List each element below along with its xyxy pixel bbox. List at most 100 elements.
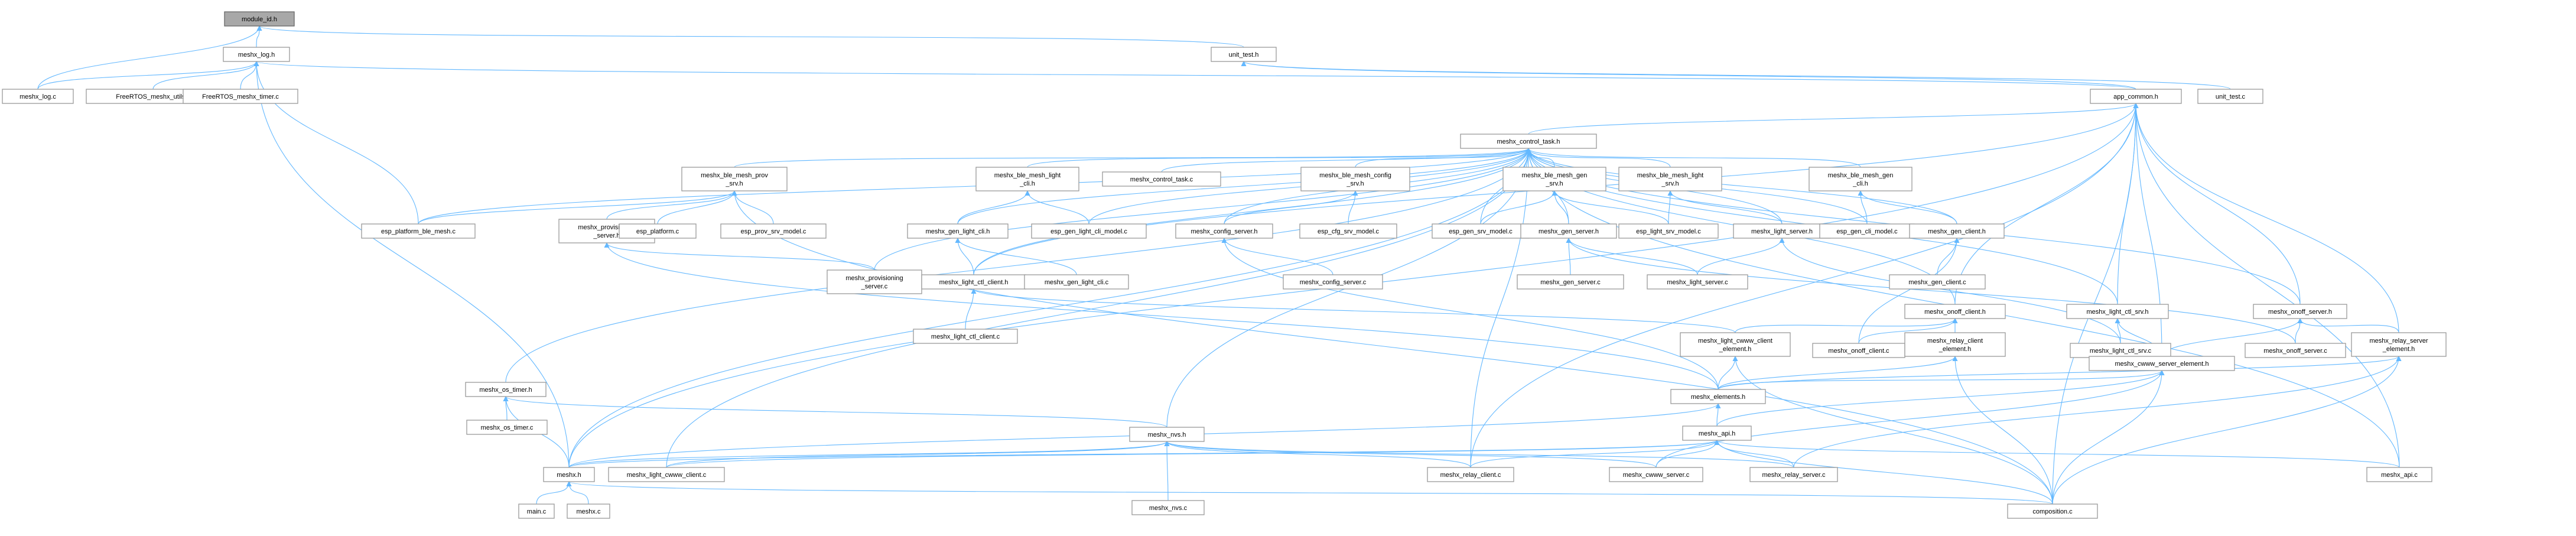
dependency-edge [604,242,875,271]
file-node[interactable]: meshx_relay_client.c [1427,467,1514,482]
root-file-node[interactable]: module_id.h [224,11,295,27]
file-node-box [1733,223,1831,239]
file-node[interactable]: meshx_light_ctl_srv.c [2070,343,2171,358]
file-node[interactable]: esp_gen_srv_model.c [1432,223,1530,239]
file-node[interactable]: meshx_control_task.h [1460,134,1597,149]
file-node[interactable]: meshx_log.c [2,89,74,104]
file-node[interactable]: meshx_gen_server.h [1520,223,1617,239]
file-node-box [619,223,697,239]
dependency-edge [1241,61,2231,90]
file-node[interactable]: meshx_config_server.c [1283,274,1383,290]
dependency-edge [955,238,1077,275]
file-node-box [2197,89,2263,104]
file-node-label: unit_test.c [2216,93,2246,100]
file-node[interactable]: meshx_os_timer.c [466,420,548,435]
file-node[interactable]: meshx_nvs.h [1129,427,1205,442]
file-node[interactable]: meshx_ble_mesh_light_cli.h [975,167,1079,191]
file-node[interactable]: meshx_onoff_server.h [2253,304,2347,319]
file-node[interactable]: meshx_gen_light_cli.h [907,223,1009,239]
file-node[interactable]: app_common.h [2090,89,2182,104]
file-node[interactable]: composition.c [2007,503,2098,519]
dependency-edge [965,288,977,330]
file-node[interactable]: meshx_onoff_client.c [1812,343,1905,358]
file-node[interactable]: meshx_provisioning_server.h [558,219,655,243]
file-node-label: meshx_ble_mesh_gen [1828,172,1894,179]
file-node[interactable]: meshx_light_ctl_srv.h [2066,304,2169,319]
dependency-edge [1718,356,2402,390]
file-node[interactable]: meshx_provisioning_server.c [827,269,922,294]
file-node-box [1520,223,1617,239]
file-node[interactable]: meshx_relay_client_element.h [1904,332,2006,357]
file-node[interactable]: esp_platform_ble_mesh.c [361,223,476,239]
file-node[interactable]: meshx_os_timer.h [465,382,547,397]
dependency-edge [1952,356,2053,505]
file-node[interactable]: meshx_light_cwww_client.c [608,467,725,482]
file-node-box [183,89,298,104]
dependency-edge [418,148,1531,225]
file-node-label: meshx_gen_client.c [1908,279,1966,286]
file-node[interactable]: meshx_relay_server_element.h [2351,332,2447,357]
dependency-edge [1470,103,2139,468]
file-node-label: meshx_api.h [1699,430,1735,437]
file-node-box [2090,89,2182,104]
file-node-box [2089,356,2235,371]
file-node-label: meshx_onoff_client.c [1828,347,1889,355]
file-node-box [518,503,555,519]
file-node-label: meshx_gen_server.h [1539,228,1599,235]
file-node[interactable]: esp_prov_srv_model.c [720,223,827,239]
file-node[interactable]: meshx_gen_client.c [1889,274,1986,290]
file-node[interactable]: meshx_cwww_server_element.h [2089,356,2235,371]
dependency-edge [1164,441,1657,468]
file-node[interactable]: meshx_ble_mesh_prov_srv.h [681,167,788,191]
file-node[interactable]: meshx_ble_mesh_light_srv.h [1618,167,1722,191]
file-node[interactable]: meshx_nvs.c [1131,500,1205,515]
file-node[interactable]: meshx_api.c [2366,467,2432,482]
file-node-box [1618,167,1722,191]
file-node[interactable]: meshx.h [543,467,595,482]
file-node-box [2253,304,2347,319]
file-node[interactable]: meshx_gen_client.h [1909,223,2005,239]
file-node[interactable]: FreeRTOS_meshx_timer.c [183,89,298,104]
file-node-box [1618,223,1719,239]
file-node[interactable]: esp_gen_cli_model.c [1819,223,1915,239]
file-node[interactable]: meshx_light_ctl_client.c [913,329,1018,344]
file-node[interactable]: esp_cfg_srv_model.c [1299,223,1397,239]
file-node[interactable]: meshx_cwww_server.c [1609,467,1703,482]
file-node[interactable]: meshx_light_server.c [1647,274,1748,290]
file-node[interactable]: meshx_light_server.h [1733,223,1831,239]
file-node[interactable]: meshx_onoff_client.h [1904,304,2006,319]
file-node[interactable]: meshx_control_task.c [1102,171,1221,187]
file-node[interactable]: meshx_light_cwww_client_element.h [1680,332,1791,357]
dependency-edge [568,148,1531,468]
file-node[interactable]: unit_test.h [1211,47,1277,62]
dependency-edge [1714,440,2400,468]
file-node[interactable]: meshx_ble_mesh_gen_srv.h [1502,167,1606,191]
file-node-label: meshx_config_server.c [1300,279,1367,286]
file-node[interactable]: esp_platform.c [619,223,697,239]
file-node[interactable]: meshx_api.h [1682,425,1752,441]
file-node[interactable]: main.c [518,503,555,519]
file-node[interactable]: meshx_relay_server.c [1749,467,1838,482]
file-node[interactable]: meshx_ble_mesh_config_srv.h [1300,167,1410,191]
file-node-box [1749,467,1838,482]
file-node[interactable]: esp_light_srv_model.c [1618,223,1719,239]
dependency-edge [568,441,1170,468]
file-node[interactable]: meshx_ble_mesh_gen_cli.h [1809,167,1913,191]
file-node[interactable]: meshx_gen_server.c [1517,274,1624,290]
file-node-label: FreeRTOS_meshx_timer.c [202,93,279,100]
file-node[interactable]: meshx_onoff_server.c [2245,343,2346,358]
file-node[interactable]: unit_test.c [2197,89,2263,104]
file-node[interactable]: meshx_gen_light_cli.c [1024,274,1129,290]
file-node-label: module_id.h [242,16,277,23]
file-node[interactable]: esp_gen_light_cli_model.c [1031,223,1147,239]
file-node-label: meshx_api.c [2381,472,2418,479]
file-node[interactable]: meshx_log.h [223,47,290,62]
file-node[interactable]: meshx_elements.h [1670,389,1766,404]
dependency-edge [2052,103,2139,505]
dependency-edge [2297,318,2399,333]
file-node[interactable]: meshx.c [567,503,610,519]
file-node[interactable]: meshx_light_ctl_client.h [921,274,1026,290]
dependency-edge [1732,356,2053,505]
file-node-box [466,420,548,435]
file-node[interactable]: meshx_config_server.h [1175,223,1273,239]
